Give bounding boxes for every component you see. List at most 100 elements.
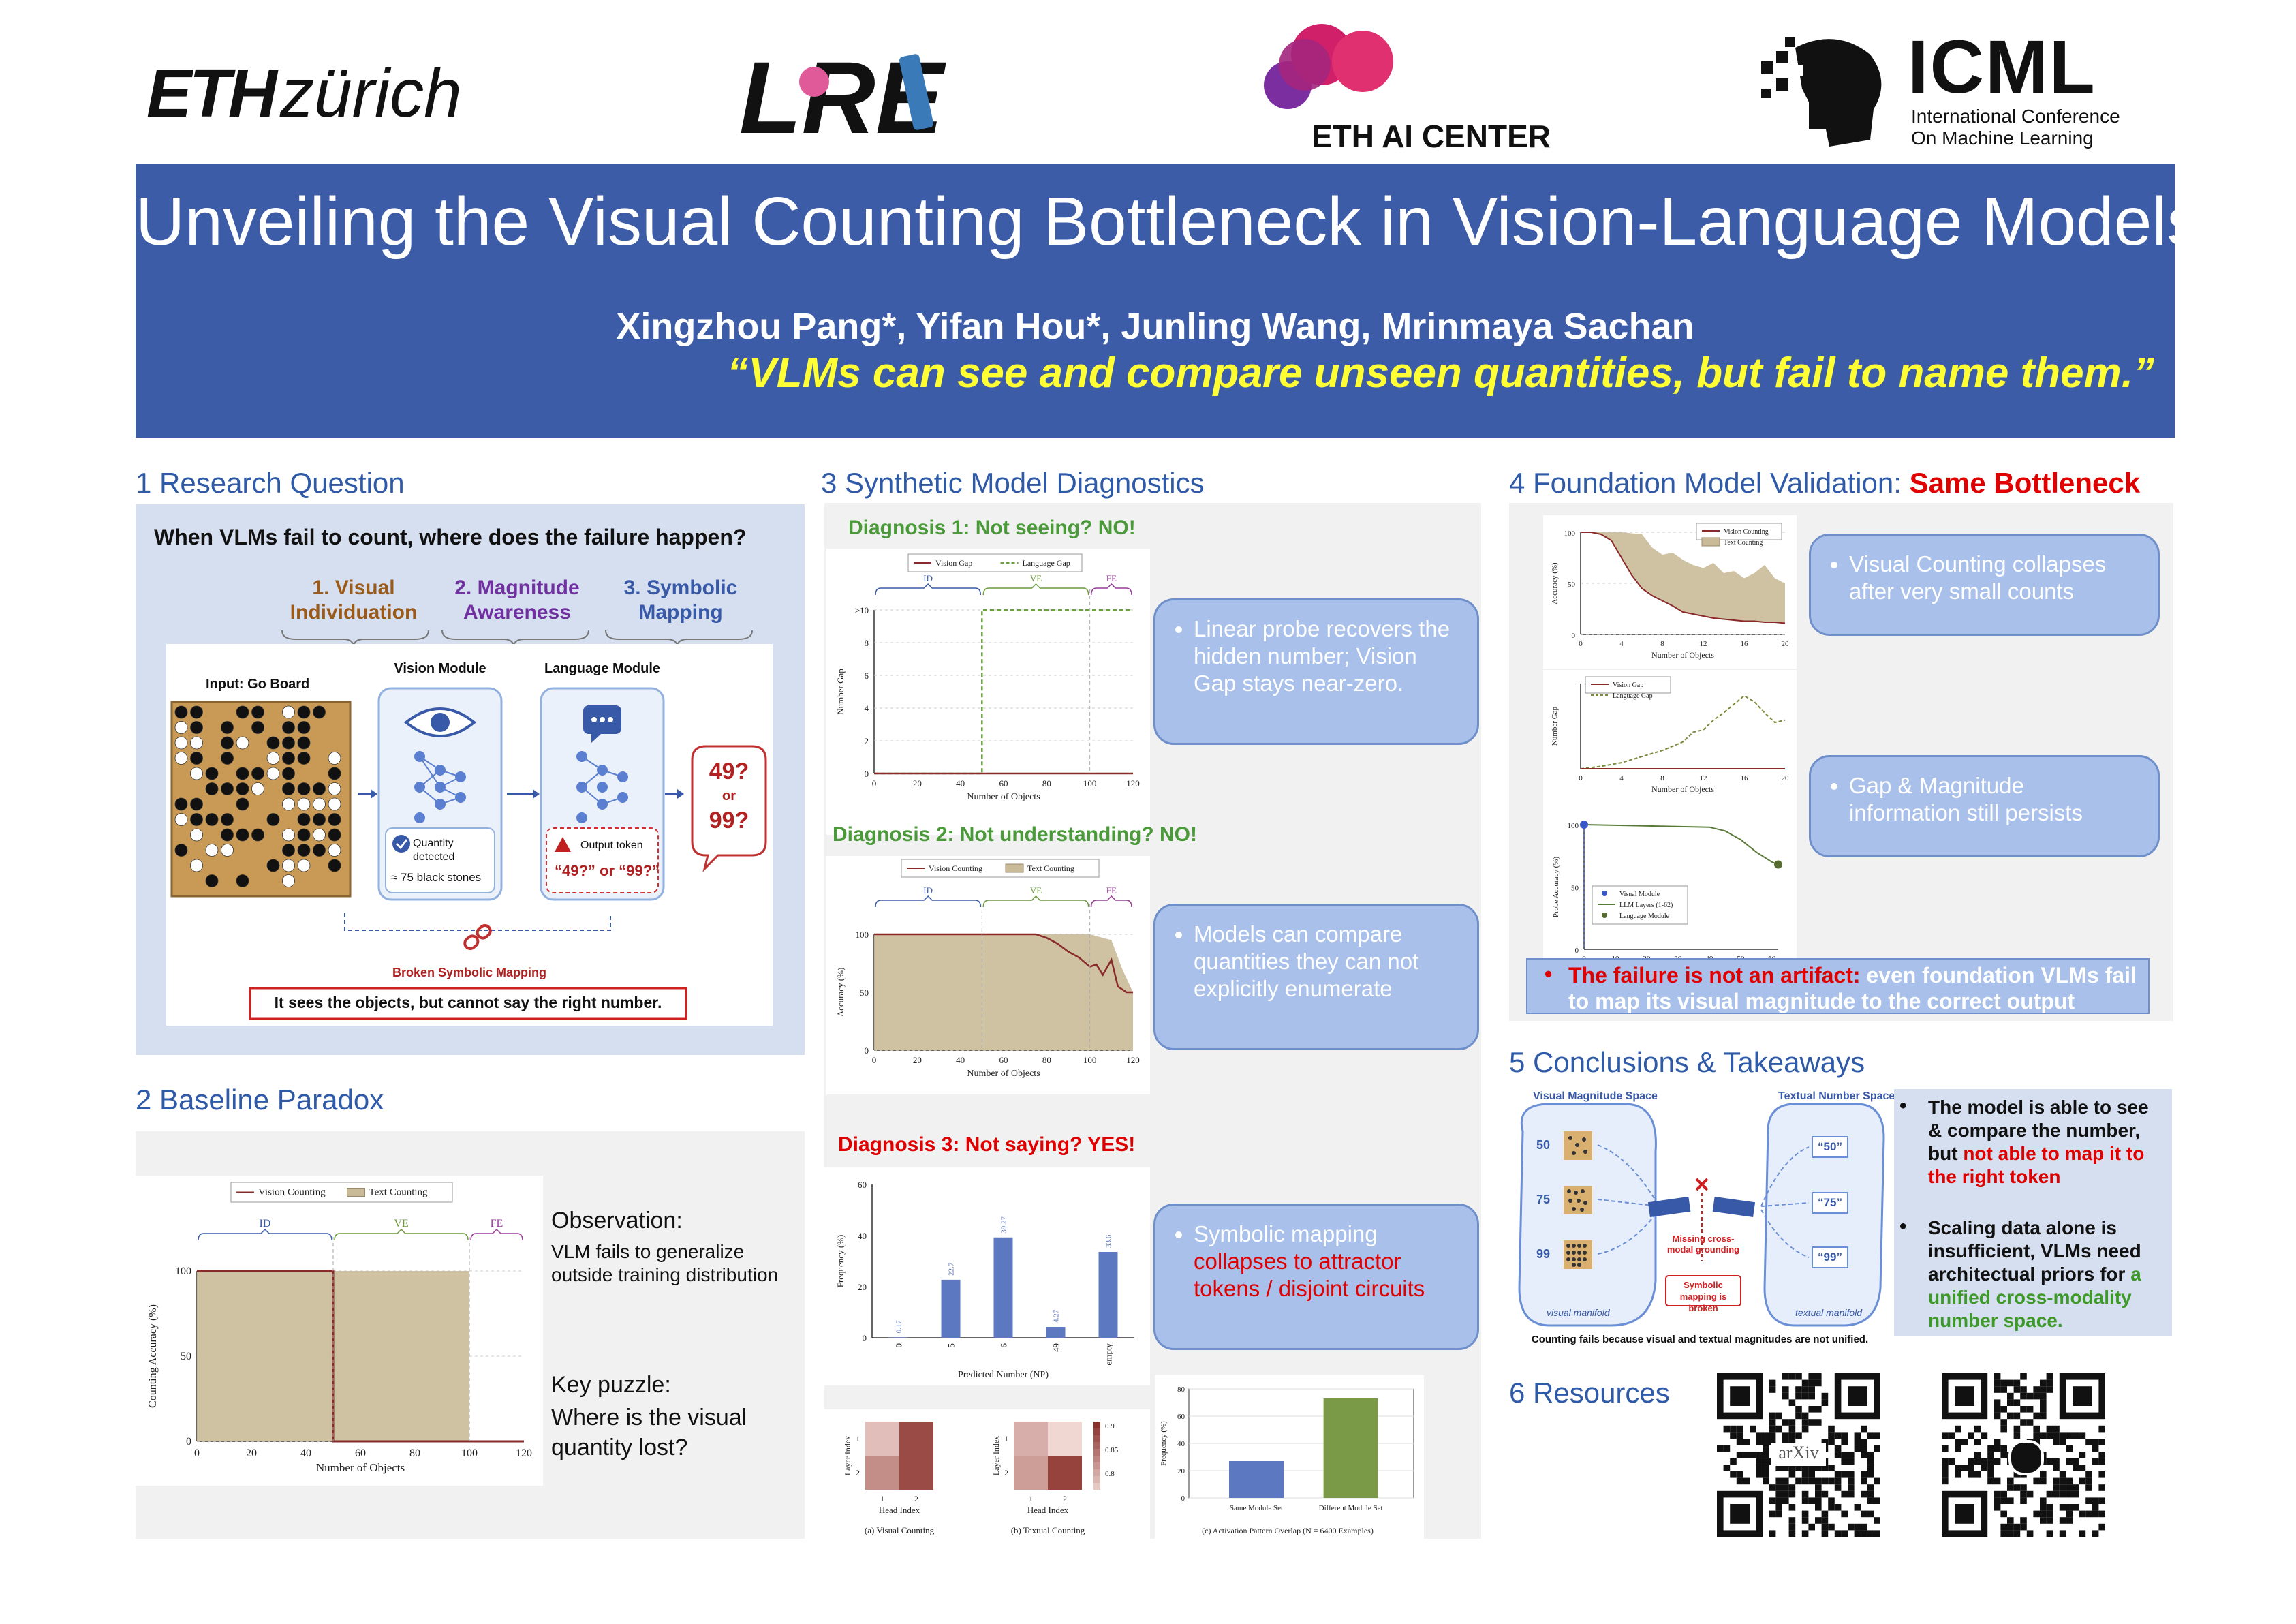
qr-module [1815, 1379, 1822, 1387]
authors: Xingzhou Pang*, Yifan Hou*, Junling Wang… [616, 306, 1694, 347]
qr-module [2098, 1497, 2105, 1504]
puzzle-body: Where is the visual quantity lost? [551, 1405, 747, 1460]
go-stone [236, 828, 249, 842]
go-stone [221, 736, 234, 750]
go-stone [297, 859, 311, 872]
qr-module [2033, 1425, 2040, 1433]
qr-module [1808, 1392, 1815, 1400]
legend-box [907, 553, 1083, 572]
x-tick-label: 12 [1700, 640, 1707, 648]
x-tick-label: Same Module Set [1230, 1504, 1283, 1512]
section-4-title: 4 Foundation Model Validation: Same Bott… [1509, 467, 2141, 499]
qr-module [1795, 1412, 1802, 1420]
qr-module [1981, 1432, 1988, 1439]
qr-module [1981, 1458, 1988, 1465]
region-label: ID [923, 573, 933, 583]
qr-module [2046, 1432, 2053, 1439]
qr-module [1848, 1523, 1855, 1531]
x-axis-label: Head Index [1027, 1505, 1069, 1515]
qr-module [1782, 1465, 1789, 1471]
qr-module [1942, 1477, 1949, 1485]
qr-module [2040, 1399, 2047, 1406]
qr-module [1841, 1510, 1848, 1518]
region-brace [875, 583, 982, 596]
x-tick-label: 20 [1782, 774, 1790, 782]
colorbar-cell [1093, 1442, 1100, 1449]
observation-body: VLM fails to generalize outside training… [551, 1241, 779, 1285]
qr-module [1848, 1471, 1855, 1478]
qr-module [1769, 1432, 1776, 1439]
qr-module [1808, 1386, 1815, 1393]
qr-module [2092, 1458, 2099, 1465]
qr-module [1736, 1477, 1743, 1485]
qr-module [1782, 1386, 1789, 1393]
qr-module [2053, 1477, 2060, 1485]
y-axis-label: Accuracy (%) [1551, 562, 1559, 604]
x-tick-label: 120 [1126, 1055, 1140, 1065]
qr-module [1769, 1412, 1776, 1420]
x-axis-label: Number of Objects [1651, 650, 1714, 660]
qr-module [1730, 1458, 1737, 1465]
qr-module [2059, 1490, 2066, 1498]
qr-module [2013, 1471, 2021, 1478]
takeaway-box [249, 987, 687, 1020]
y-axis-label: Probe Accuracy (%) [1552, 857, 1560, 918]
qr-module [1808, 1477, 1815, 1485]
x-tick-label: 20 [913, 1055, 922, 1065]
qr-module [1763, 1458, 1769, 1465]
qr-module [1801, 1392, 1809, 1400]
qr-module [1861, 1439, 1867, 1445]
qr-module [1756, 1458, 1763, 1465]
x-tick-label: 80 [1042, 778, 1051, 788]
qr-module [1815, 1419, 1822, 1426]
diagnosis-1-title: Diagnosis 1: Not seeing? NO! [848, 517, 1136, 539]
qr-module [1987, 1477, 1994, 1485]
go-stone [266, 813, 280, 826]
qr-module [2085, 1497, 2092, 1504]
qr-module [2085, 1477, 2092, 1485]
github-qr-code[interactable] [1942, 1373, 2105, 1537]
y-tick-label: 50 [181, 1351, 191, 1362]
qr-module [1942, 1465, 1949, 1471]
heatmap-cell [899, 1422, 933, 1456]
go-stone [205, 874, 219, 887]
qr-module [1828, 1504, 1835, 1511]
x-axis-label: Number of Objects [1651, 784, 1714, 794]
qr-module [1795, 1477, 1802, 1485]
qr-module [2000, 1510, 2007, 1518]
text-counting-area [874, 934, 1133, 1050]
qr-module [1795, 1392, 1802, 1400]
qr-finder [1955, 1504, 1974, 1524]
qr-module [1987, 1458, 1994, 1465]
go-stone [266, 859, 280, 872]
x-tick-label: 80 [409, 1447, 420, 1459]
qr-module [1736, 1425, 1743, 1433]
qr-module [1782, 1477, 1789, 1485]
qr-module [1821, 1490, 1829, 1498]
qr-module [1987, 1445, 1994, 1452]
y-tick-label: 4 [865, 703, 869, 714]
qr-module [1788, 1432, 1796, 1439]
y-tick-label: 0 [1575, 947, 1579, 955]
qr-module [1782, 1432, 1789, 1439]
fm-probe-chart: 0102030405060050100Layer IndexProbe Accu… [1543, 810, 1797, 980]
qr-module [1788, 1484, 1796, 1491]
qr-module [2026, 1406, 2034, 1413]
qr-module [2092, 1504, 2099, 1511]
go-stone [297, 721, 311, 734]
x-tick-label: 0 [1579, 774, 1583, 782]
qr-module [2098, 1484, 2105, 1491]
qr-finder [1955, 1386, 1974, 1406]
qr-module [1801, 1497, 1809, 1504]
qr-module [1756, 1439, 1763, 1445]
poster-title: Unveiling the Visual Counting Bottleneck… [136, 183, 2201, 260]
region-brace [1090, 895, 1132, 908]
qr-module [2085, 1439, 2092, 1445]
fm-summary-1: Visual Counting collapses after very sma… [1809, 534, 2160, 636]
language-module-point [1774, 860, 1782, 869]
go-stone [205, 767, 219, 780]
go-stone [190, 721, 203, 734]
arxiv-qr-code[interactable]: arXiv [1717, 1373, 1880, 1537]
